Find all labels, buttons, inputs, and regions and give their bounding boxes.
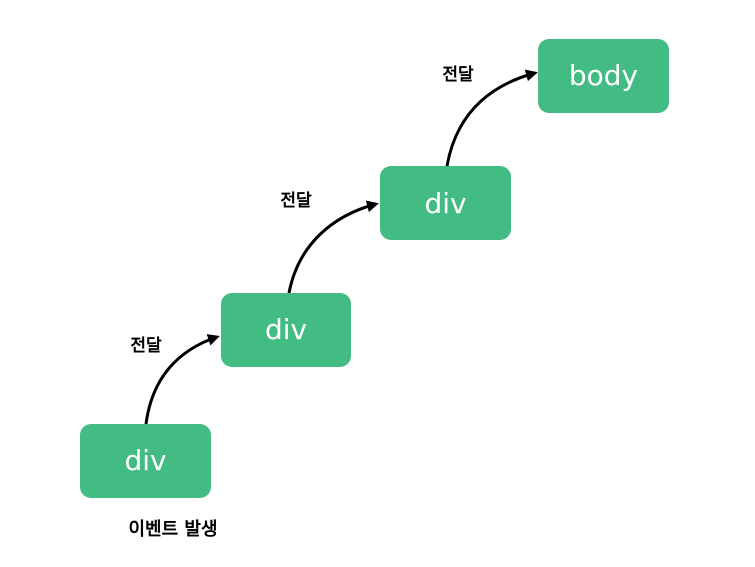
edge-div-3-to-body: 전달 (442, 64, 538, 167)
node-div-1-box (80, 424, 211, 498)
edge-div-3-to-body-label: 전달 (442, 64, 474, 85)
node-div-2: div (221, 293, 351, 367)
node-div-2-box (221, 293, 351, 367)
edge-div-1-to-div-2-label: 전달 (130, 335, 162, 356)
node-body-label: body (569, 59, 638, 92)
node-div-3: div (380, 166, 511, 240)
edge-div-2-to-div-3: 전달 (280, 190, 379, 294)
edge-div-1-to-div-2: 전달 (130, 334, 220, 425)
edge-div-1-to-div-2-arrow (144, 334, 220, 425)
node-div-1: div (80, 424, 211, 498)
event-origin-caption: 이벤트 발생 (128, 519, 217, 540)
edge-div-3-to-body-arrow (445, 69, 538, 167)
node-div-2-label: div (265, 313, 307, 346)
node-body: body (538, 39, 669, 113)
node-div-1-label: div (124, 444, 166, 477)
edge-div-2-to-div-3-label: 전달 (280, 190, 312, 211)
node-div-3-label: div (424, 187, 466, 220)
node-body-box (538, 39, 669, 113)
edge-div-2-to-div-3-arrow (287, 200, 379, 294)
node-div-3-box (380, 166, 511, 240)
